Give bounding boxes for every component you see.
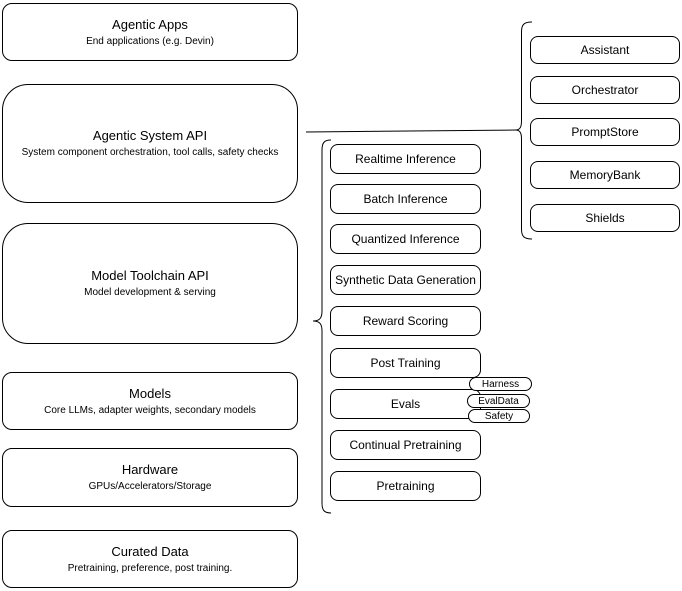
box-label: Batch Inference	[363, 192, 448, 206]
box-title: Model Toolchain API	[91, 268, 209, 283]
box-label: MemoryBank	[569, 168, 641, 182]
box-post-training: Post Training	[330, 348, 481, 378]
box-title: Curated Data	[111, 543, 189, 559]
box-synthetic-data-generation: Synthetic Data Generation	[330, 265, 481, 295]
box-agentic-system-api: Agentic System API System component orch…	[2, 84, 298, 203]
box-subtitle: GPUs/Accelerators/Storage	[88, 481, 212, 492]
pill-label: EvalData	[478, 395, 519, 407]
box-realtime-inference: Realtime Inference	[330, 144, 481, 174]
box-agentic-apps: Agentic Apps End applications (e.g. Devi…	[2, 3, 298, 61]
box-assistant: Assistant	[530, 36, 680, 64]
box-promptstore: PromptStore	[530, 118, 680, 146]
brace-toolchain-group	[312, 139, 332, 514]
box-label: Shields	[585, 211, 625, 225]
box-quantized-inference: Quantized Inference	[330, 224, 481, 254]
box-label: Synthetic Data Generation	[335, 273, 476, 287]
box-pretraining: Pretraining	[330, 471, 481, 501]
box-shields: Shields	[530, 204, 680, 232]
pill-label: Safety	[484, 410, 514, 422]
box-subtitle: Model development & serving	[84, 287, 216, 298]
box-subtitle: Core LLMs, adapter weights, secondary mo…	[44, 404, 256, 416]
box-label: PromptStore	[571, 125, 639, 139]
box-label: Evals	[390, 397, 421, 411]
box-title: Hardware	[121, 462, 179, 477]
box-label: Post Training	[370, 356, 441, 370]
connector-line-system-api-to-components	[305, 129, 517, 133]
box-reward-scoring: Reward Scoring	[330, 306, 481, 336]
box-subtitle: Pretraining, preference, post training.	[67, 562, 233, 574]
box-label: Quantized Inference	[351, 232, 460, 246]
box-label: Continual Pretraining	[349, 438, 462, 452]
pill-label: Harness	[481, 378, 520, 390]
box-label: Orchestrator	[571, 83, 639, 97]
box-title: Agentic Apps	[112, 16, 188, 32]
pill-safety: Safety	[468, 409, 530, 423]
box-memorybank: MemoryBank	[530, 161, 680, 189]
box-subtitle: System component orchestration, tool cal…	[21, 147, 279, 158]
box-evals: Evals	[330, 389, 481, 419]
box-model-toolchain-api: Model Toolchain API Model development & …	[2, 223, 298, 344]
box-label: Realtime Inference	[355, 152, 456, 166]
pill-evaldata: EvalData	[467, 394, 530, 408]
pill-harness: Harness	[469, 377, 532, 391]
box-orchestrator: Orchestrator	[530, 76, 680, 104]
box-hardware: Hardware GPUs/Accelerators/Storage	[2, 448, 298, 507]
box-label: Assistant	[580, 43, 630, 57]
box-models: Models Core LLMs, adapter weights, secon…	[2, 372, 298, 430]
box-title: Agentic System API	[92, 128, 208, 143]
box-label: Pretraining	[376, 479, 435, 493]
box-batch-inference: Batch Inference	[330, 184, 481, 214]
box-subtitle: End applications (e.g. Devin)	[86, 35, 214, 47]
box-continual-pretraining: Continual Pretraining	[330, 430, 481, 460]
box-title: Models	[129, 385, 171, 401]
box-label: Reward Scoring	[362, 314, 449, 328]
box-curated-data: Curated Data Pretraining, preference, po…	[2, 530, 298, 588]
